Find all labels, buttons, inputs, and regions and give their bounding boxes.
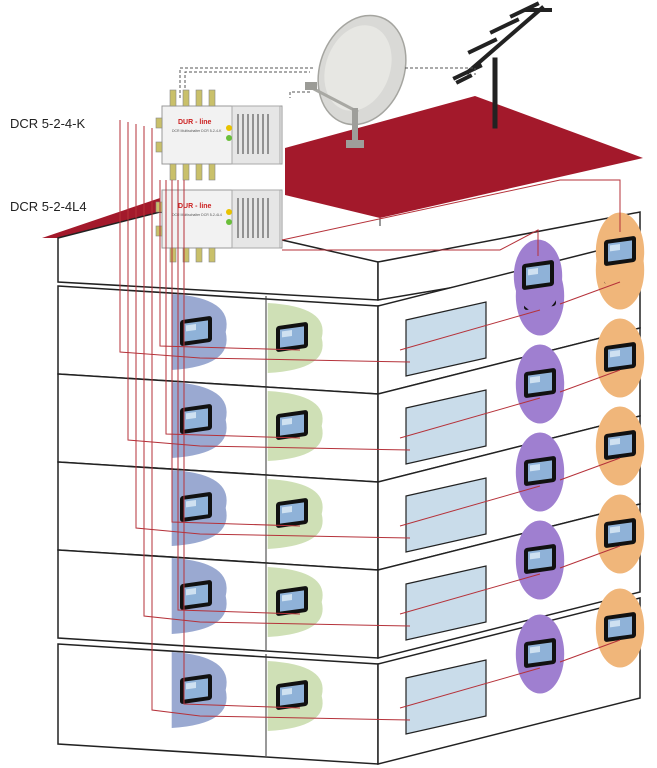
- multiswitch-icon: DUR - line DCR Multischalter DCR 5-2-4L4: [155, 189, 283, 263]
- tv-icon: [515, 344, 565, 424]
- tv-icon: [595, 494, 645, 574]
- tv-icon: [171, 294, 227, 370]
- tv-icon: [171, 558, 227, 634]
- tv-icon: [515, 614, 565, 694]
- tv-icon: [267, 391, 323, 461]
- device-brand-top: DUR - line: [178, 119, 212, 126]
- antenna-group: [305, 1, 552, 148]
- tv-icon: [171, 652, 227, 728]
- window: [405, 477, 487, 553]
- device-brand-bottom: DUR - line: [178, 203, 212, 210]
- tv-icon: [595, 212, 645, 292]
- tv-icon: [171, 382, 227, 458]
- tv-icon: [267, 479, 323, 549]
- tv-icon: [267, 661, 323, 731]
- tv-icon: [515, 520, 565, 600]
- tv-icon: [595, 588, 645, 668]
- multiswitch-icon: DUR - line DCR Multischalter DCR 5-2-4-K: [155, 89, 283, 181]
- tv-icon: [595, 406, 645, 486]
- tv-icon: [267, 567, 323, 637]
- window: [405, 301, 487, 377]
- roof-left-slope: [42, 198, 160, 238]
- floor: [57, 406, 645, 571]
- window: [405, 389, 487, 465]
- floor: [57, 588, 645, 765]
- tv-icon: [513, 239, 563, 313]
- tv-icon: [171, 470, 227, 546]
- window: [405, 659, 487, 735]
- attic-band: [57, 211, 641, 301]
- roof-main: [285, 96, 643, 218]
- attic-tvs: [513, 212, 645, 313]
- floor: [57, 494, 645, 659]
- tv-icon: [595, 318, 645, 398]
- device-model-bottom: DCR Multischalter DCR 5-2-4L4: [172, 213, 222, 217]
- floor: [57, 318, 645, 483]
- terrestrial-antenna-icon: [452, 1, 552, 129]
- antenna-cables: [179, 67, 476, 98]
- device-label-bottom: DCR 5-2-4L4: [10, 199, 87, 214]
- coax-cables: [119, 120, 621, 721]
- tv-icon: [515, 432, 565, 512]
- window: [405, 565, 487, 641]
- device-label-top: DCR 5-2-4-K: [10, 116, 86, 131]
- device-model-top: DCR Multischalter DCR 5-2-4-K: [172, 129, 222, 133]
- tv-icon: [267, 303, 323, 373]
- satellite-dish-icon: [305, 14, 407, 148]
- building-floors: [57, 212, 645, 765]
